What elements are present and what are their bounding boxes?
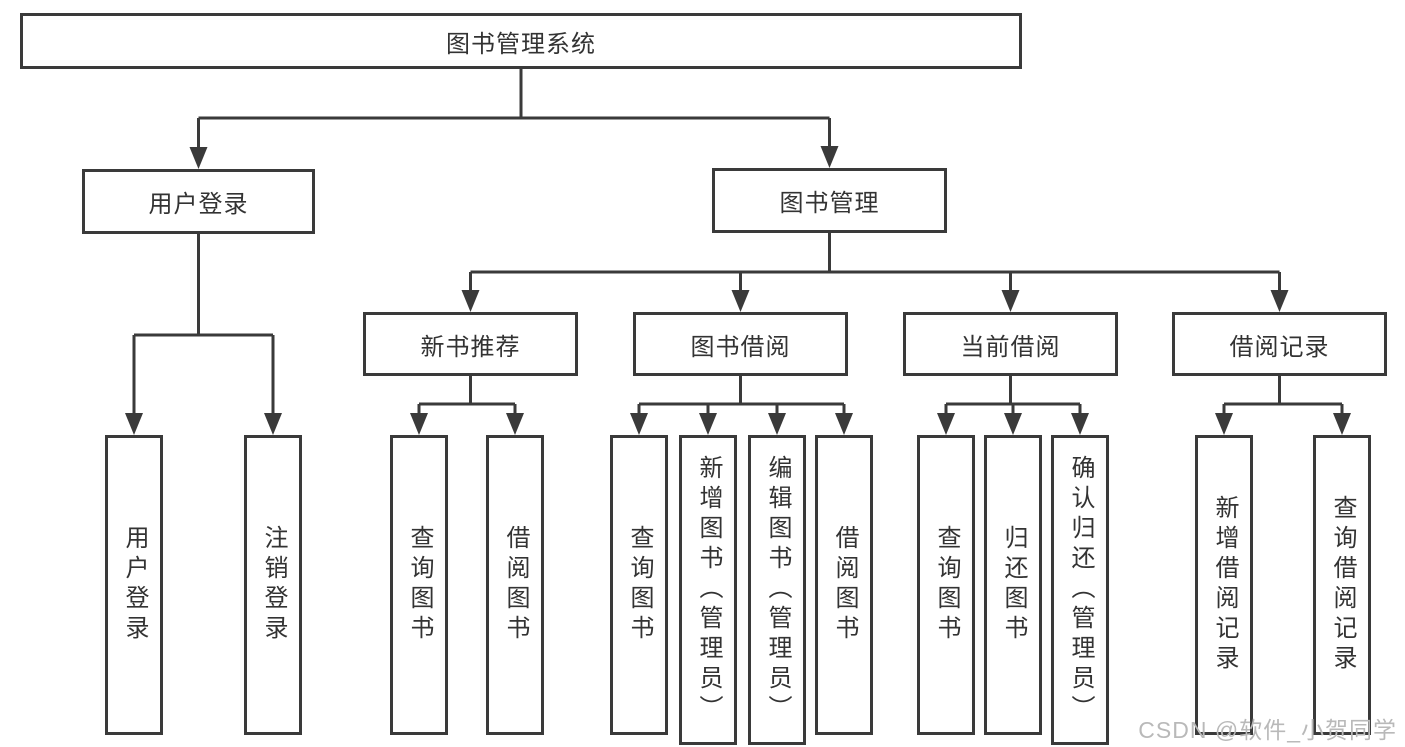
- leaf-logout: 注销登录: [244, 435, 302, 735]
- leaf-edit-book-admin: 编辑图书（管理员）: [748, 435, 806, 745]
- leaf-query-borrow-record: 查询借阅记录: [1313, 435, 1371, 735]
- leaf-confirm-return-admin: 确认归还（管理员）: [1051, 435, 1109, 745]
- node-user-login: 用户登录: [82, 169, 315, 234]
- leaf-query-books-borrowing: 查询图书: [610, 435, 668, 735]
- leaf-borrow-books-recommend: 借阅图书: [486, 435, 544, 735]
- node-current-borrowing: 当前借阅: [903, 312, 1118, 376]
- leaf-add-borrow-record: 新增借阅记录: [1195, 435, 1253, 735]
- leaf-add-book-admin: 新增图书（管理员）: [679, 435, 737, 745]
- node-book-management: 图书管理: [712, 168, 947, 233]
- leaf-query-books-recommend: 查询图书: [390, 435, 448, 735]
- node-new-book-recommend: 新书推荐: [363, 312, 578, 376]
- leaf-borrow-books: 借阅图书: [815, 435, 873, 735]
- arrowheads: [125, 146, 1351, 435]
- leaf-return-book: 归还图书: [984, 435, 1042, 735]
- leaf-user-login: 用户登录: [105, 435, 163, 735]
- connector-lines: [132, 69, 1344, 414]
- node-root-system: 图书管理系统: [20, 13, 1022, 69]
- node-book-borrowing: 图书借阅: [633, 312, 848, 376]
- node-borrowing-records: 借阅记录: [1172, 312, 1387, 376]
- leaf-query-books-current: 查询图书: [917, 435, 975, 735]
